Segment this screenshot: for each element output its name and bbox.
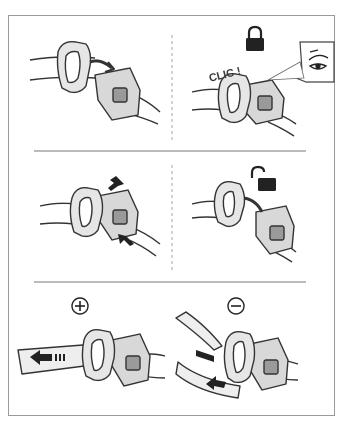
minus-icon (228, 298, 244, 314)
plus-icon (72, 298, 88, 314)
